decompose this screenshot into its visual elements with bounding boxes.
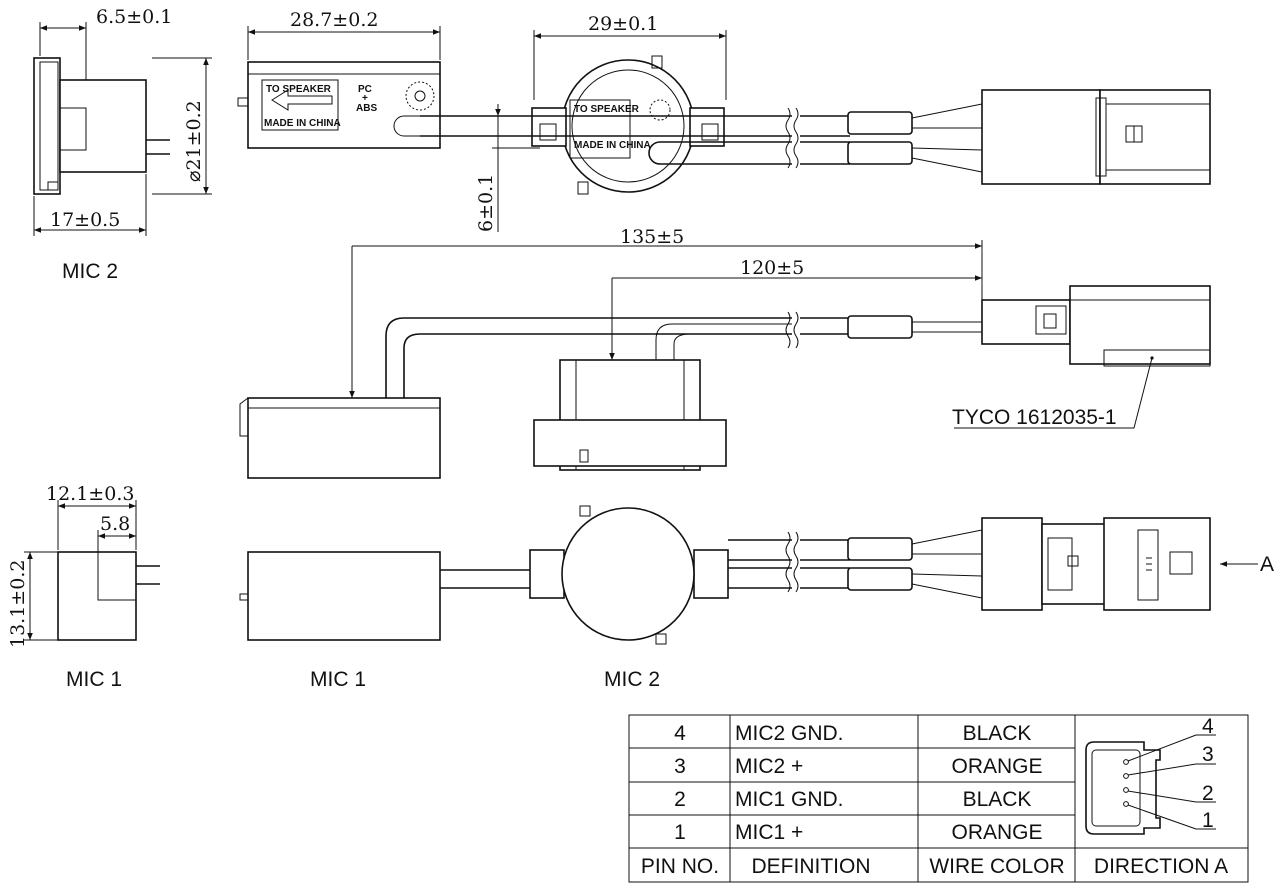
- dim-label: 6.5±0.1: [96, 6, 172, 28]
- label-mic2-side: MIC 2: [62, 260, 118, 283]
- middle-cables: [385, 311, 982, 398]
- dim-mic2-width: 29±0.1: [533, 13, 727, 100]
- dim-offset: 6±0.1: [475, 104, 540, 232]
- marking-material-bottom: ABS: [356, 103, 377, 114]
- direction-a-marker: A: [1220, 553, 1274, 576]
- pin-wire-color: BLACK: [963, 722, 1032, 745]
- marking-to-speaker: TO SPEAKER: [266, 84, 332, 95]
- pin-number: 4: [674, 722, 686, 745]
- dim-mic1-length: 28.7±0.2: [247, 9, 441, 60]
- dim-label: 29±0.1: [588, 13, 658, 35]
- bottom-cables: [728, 529, 983, 599]
- direction-a-connector: 4 3 2 1: [1085, 715, 1216, 835]
- table-row: 1 MIC1 + ORANGE: [674, 821, 1042, 844]
- pin-number: 1: [674, 821, 686, 844]
- label-mic1-bottom: MIC 1: [310, 668, 366, 691]
- pin-definition: MIC1 +: [735, 821, 803, 844]
- pin-definition: MIC1 GND.: [735, 788, 844, 811]
- dim-mic2-depth: 6.5±0.1: [39, 6, 172, 80]
- dim-label: 12.1±0.3: [46, 483, 134, 505]
- top-connector: [981, 89, 1211, 185]
- dim-mic1-inner: 5.8: [97, 513, 136, 552]
- pin-definition: MIC2 GND.: [735, 722, 844, 745]
- header-definition: DEFINITION: [752, 855, 871, 878]
- label-connector: TYCO 1612035-1: [952, 406, 1117, 429]
- label-mic2-bottom: MIC 2: [604, 668, 660, 691]
- mic2-front-view-bottom: [529, 505, 729, 645]
- dim-mic2-diameter: ⌀21±0.2: [152, 57, 212, 195]
- table-row: 3 MIC2 + ORANGE: [674, 755, 1042, 778]
- header-wire-color: WIRE COLOR: [929, 855, 1064, 878]
- pin-wire-color: ORANGE: [951, 755, 1042, 778]
- label-mic1-side: MIC 1: [66, 668, 122, 691]
- marking-material-top: PC: [358, 84, 372, 95]
- dim-mic2-length: 17±0.5: [33, 174, 147, 236]
- connector-leader: TYCO 1612035-1: [952, 357, 1153, 429]
- direction-pin-label: 2: [1202, 782, 1214, 805]
- pin-number: 2: [674, 788, 686, 811]
- header-pin: PIN NO.: [641, 855, 719, 878]
- table-header: PIN NO. DEFINITION WIRE COLOR DIRECTION …: [641, 855, 1228, 878]
- bottom-connector: [981, 517, 1211, 611]
- dim-label: 13.1±0.2: [7, 560, 29, 648]
- dim-label: ⌀21±0.2: [183, 100, 205, 182]
- pin-wire-color: ORANGE: [951, 821, 1042, 844]
- pin-table: 4 MIC2 GND. BLACK 3 MIC2 + ORANGE 2 MIC1…: [628, 714, 1249, 883]
- table-row: 4 MIC2 GND. BLACK: [674, 722, 1031, 745]
- dim-label: 17±0.5: [50, 209, 120, 231]
- marking-to-speaker-2: TO SPEAKER: [574, 104, 640, 115]
- dim-cable-135: 135±5: [349, 226, 983, 398]
- top-cables: [420, 103, 983, 173]
- marking-made-in-china-2: MADE IN CHINA: [574, 140, 651, 151]
- dim-label: 6±0.1: [475, 174, 497, 232]
- mic2-side-view: [33, 57, 170, 195]
- header-direction: DIRECTION A: [1094, 855, 1228, 878]
- mic1-side-view-middle: [239, 397, 441, 479]
- marking-material-plus: +: [362, 93, 368, 104]
- mic2-top-view: TO SPEAKER MADE IN CHINA: [531, 55, 725, 195]
- dim-cable-120: 120±5: [609, 257, 982, 360]
- pin-number: 3: [674, 755, 686, 778]
- mic1-side-view-bottom: [57, 551, 160, 641]
- dim-label: 5.8: [100, 513, 130, 535]
- dim-label: 120±5: [740, 257, 804, 279]
- mic1-front-view-bottom: [239, 551, 532, 641]
- mic2-side-view-middle: [533, 359, 727, 471]
- direction-pin-label: 3: [1202, 743, 1214, 766]
- direction-pin-label: 4: [1202, 715, 1214, 738]
- pin-wire-color: BLACK: [963, 788, 1032, 811]
- dim-label: 28.7±0.2: [290, 9, 378, 31]
- label-direction-a: A: [1260, 553, 1274, 576]
- marking-made-in-china: MADE IN CHINA: [264, 118, 341, 129]
- dim-mic1-height: 13.1±0.2: [7, 551, 58, 648]
- dim-mic1-width: 12.1±0.3: [46, 483, 137, 550]
- table-row: 2 MIC1 GND. BLACK: [674, 788, 1031, 811]
- mic1-top-view: TO SPEAKER MADE IN CHINA PC + ABS: [237, 61, 441, 149]
- direction-pin-label: 1: [1202, 809, 1214, 832]
- middle-connector: [981, 285, 1211, 367]
- pin-definition: MIC2 +: [735, 755, 803, 778]
- dim-label: 135±5: [620, 226, 684, 248]
